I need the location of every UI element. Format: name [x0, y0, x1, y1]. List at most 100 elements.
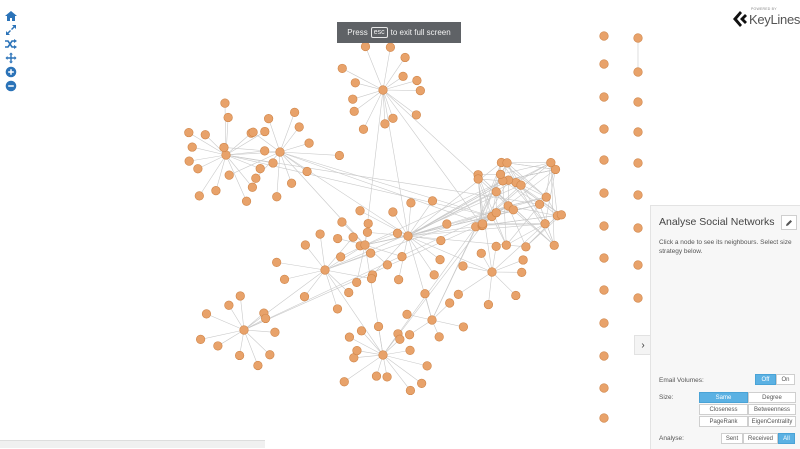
graph-node[interactable]	[634, 294, 643, 303]
graph-node[interactable]	[430, 271, 439, 280]
graph-node[interactable]	[194, 164, 203, 173]
graph-node[interactable]	[359, 125, 368, 134]
graph-node[interactable]	[338, 64, 347, 73]
graph-node[interactable]	[389, 208, 398, 217]
graph-node[interactable]	[356, 206, 365, 215]
graph-node[interactable]	[196, 335, 205, 344]
email-volumes-on-button[interactable]: On	[776, 374, 795, 385]
graph-node[interactable]	[600, 125, 609, 134]
graph-node[interactable]	[547, 158, 556, 167]
graph-node[interactable]	[634, 34, 643, 43]
panel-collapse-button[interactable]: ›	[634, 335, 651, 355]
graph-node[interactable]	[417, 379, 426, 388]
graph-node[interactable]	[519, 256, 528, 265]
graph-node[interactable]	[363, 228, 372, 237]
graph-node[interactable]	[276, 148, 285, 157]
graph-node[interactable]	[389, 114, 398, 123]
graph-node[interactable]	[214, 342, 223, 351]
graph-node[interactable]	[195, 192, 204, 201]
graph-node[interactable]	[367, 274, 376, 283]
graph-node[interactable]	[600, 254, 609, 263]
graph-node[interactable]	[634, 261, 643, 270]
graph-node[interactable]	[333, 305, 342, 314]
graph-node[interactable]	[235, 351, 244, 360]
graph-node[interactable]	[345, 333, 354, 342]
graph-node[interactable]	[600, 352, 609, 361]
graph-node[interactable]	[261, 127, 270, 136]
graph-node[interactable]	[634, 191, 643, 200]
graph-node[interactable]	[492, 187, 501, 196]
graph-node[interactable]	[517, 181, 526, 190]
graph-node[interactable]	[600, 60, 609, 69]
graph-node[interactable]	[634, 98, 643, 107]
graph-node[interactable]	[220, 143, 229, 152]
graph-node[interactable]	[349, 233, 358, 242]
graph-node[interactable]	[512, 291, 521, 300]
graph-node[interactable]	[634, 128, 643, 137]
graph-node[interactable]	[260, 147, 269, 156]
graph-node[interactable]	[436, 255, 445, 264]
graph-node[interactable]	[280, 275, 289, 284]
graph-node[interactable]	[350, 107, 359, 116]
graph-node[interactable]	[269, 159, 278, 168]
graph-node[interactable]	[272, 192, 281, 201]
graph-node[interactable]	[305, 139, 314, 148]
email-volumes-off-button[interactable]: Off	[755, 374, 776, 385]
graph-node[interactable]	[333, 234, 342, 243]
graph-node[interactable]	[600, 32, 609, 41]
graph-node[interactable]	[301, 241, 310, 250]
graph-node[interactable]	[445, 299, 454, 308]
graph-node[interactable]	[428, 197, 437, 206]
graph-node[interactable]	[393, 229, 402, 238]
panel-edit-button[interactable]	[781, 215, 797, 230]
graph-node[interactable]	[542, 193, 551, 202]
graph-node[interactable]	[503, 159, 512, 168]
graph-node[interactable]	[290, 108, 299, 117]
move-icon[interactable]	[4, 52, 18, 64]
graph-node[interactable]	[381, 120, 390, 129]
graph-node[interactable]	[386, 43, 395, 52]
graph-node[interactable]	[600, 189, 609, 198]
graph-node[interactable]	[361, 42, 370, 51]
graph-node[interactable]	[336, 253, 345, 262]
graph-node[interactable]	[271, 328, 280, 337]
graph-node[interactable]	[240, 326, 249, 335]
shuffle-icon[interactable]	[4, 38, 18, 50]
graph-node[interactable]	[413, 76, 422, 85]
graph-node[interactable]	[264, 114, 273, 123]
graph-node[interactable]	[428, 316, 437, 325]
graph-node[interactable]	[550, 241, 559, 250]
graph-node[interactable]	[407, 199, 416, 208]
graph-node[interactable]	[295, 123, 304, 132]
graph-node[interactable]	[340, 377, 349, 386]
graph-node[interactable]	[478, 220, 487, 229]
graph-node[interactable]	[256, 164, 265, 173]
graph-node[interactable]	[379, 86, 388, 95]
graph-node[interactable]	[287, 179, 296, 188]
graph-node[interactable]	[394, 275, 403, 284]
graph-node[interactable]	[634, 224, 643, 233]
graph-node[interactable]	[459, 323, 468, 332]
graph-node[interactable]	[357, 327, 366, 336]
graph-node[interactable]	[600, 156, 609, 165]
graph-node[interactable]	[459, 262, 468, 271]
graph-node[interactable]	[541, 219, 550, 228]
graph-node[interactable]	[212, 186, 221, 195]
graph-node[interactable]	[454, 290, 463, 299]
analyse-sent-button[interactable]: Sent	[721, 433, 743, 444]
graph-node[interactable]	[248, 183, 257, 192]
graph-node[interactable]	[338, 218, 347, 227]
graph-node[interactable]	[474, 175, 483, 184]
graph-node[interactable]	[222, 151, 231, 160]
graph-node[interactable]	[366, 249, 375, 258]
graph-node[interactable]	[225, 301, 234, 310]
graph-node[interactable]	[509, 206, 518, 215]
size-closeness-button[interactable]: Closeness	[699, 404, 748, 415]
graph-node[interactable]	[272, 258, 281, 267]
graph-node[interactable]	[412, 111, 421, 120]
graph-node[interactable]	[254, 361, 263, 370]
graph-node[interactable]	[261, 314, 270, 323]
graph-node[interactable]	[348, 95, 357, 104]
graph-node[interactable]	[496, 170, 505, 179]
graph-node[interactable]	[421, 289, 430, 298]
